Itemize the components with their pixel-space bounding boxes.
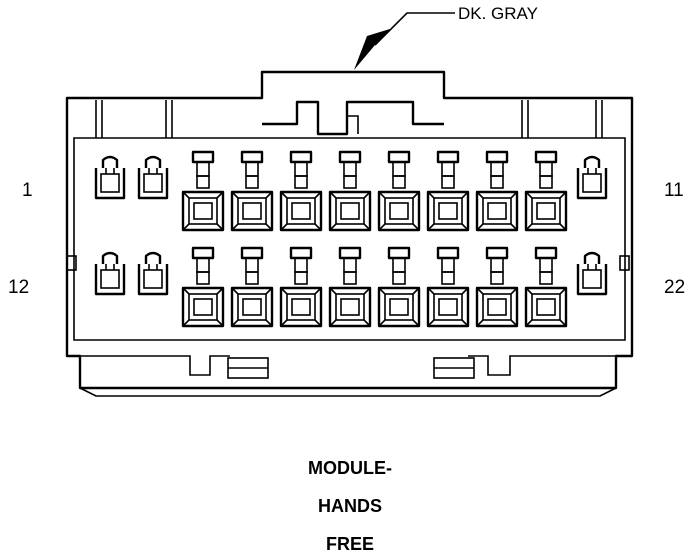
- large-cavity: [426, 150, 470, 232]
- pin-label-11: 11: [664, 180, 684, 201]
- large-cavity: [475, 150, 519, 232]
- large-cavity: [377, 150, 421, 232]
- large-cavity: [279, 150, 323, 232]
- cavity-row-bottom: [94, 246, 608, 328]
- large-cavity: [181, 150, 225, 232]
- large-cavity: [230, 246, 274, 328]
- large-cavity: [181, 246, 225, 328]
- color-callout-leader: [354, 12, 455, 70]
- small-cavity: [576, 251, 608, 296]
- pin-label-1: 1: [22, 180, 33, 201]
- large-cavity: [524, 246, 568, 328]
- large-cavity: [377, 246, 421, 328]
- title-line-2: HANDS: [318, 496, 382, 516]
- large-cavity: [475, 246, 519, 328]
- small-cavity: [94, 155, 126, 200]
- large-cavity: [279, 246, 323, 328]
- pin-label-22: 22: [664, 277, 685, 298]
- small-cavity: [137, 155, 169, 200]
- large-cavity: [426, 246, 470, 328]
- small-cavity: [137, 251, 169, 296]
- large-cavity: [328, 246, 372, 328]
- small-cavity: [94, 251, 126, 296]
- large-cavity: [328, 150, 372, 232]
- color-callout-label: DK. GRAY: [458, 4, 538, 23]
- cavity-row-top: [94, 150, 608, 232]
- title-line-1: MODULE-: [308, 458, 392, 478]
- pin-label-12: 12: [8, 277, 29, 298]
- small-cavity: [576, 155, 608, 200]
- title-line-3: FREE: [326, 534, 374, 554]
- connector-housing: [65, 70, 634, 397]
- large-cavity: [230, 150, 274, 232]
- large-cavity: [524, 150, 568, 232]
